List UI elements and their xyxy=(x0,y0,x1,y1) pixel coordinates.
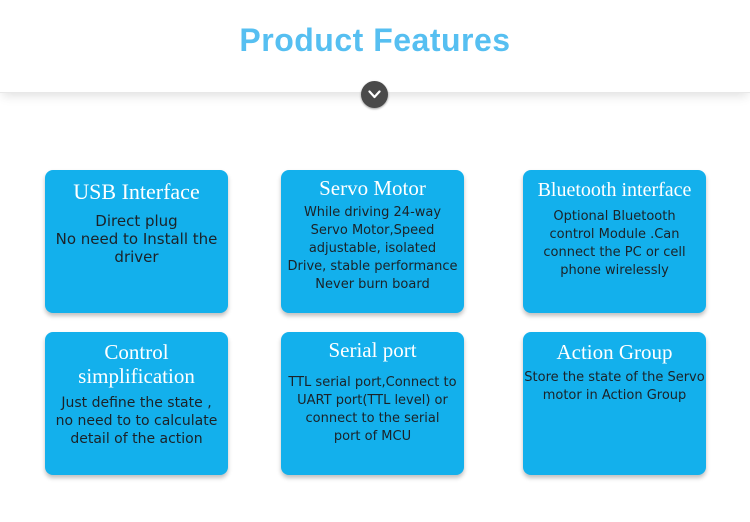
feature-title: Bluetooth interface xyxy=(537,179,692,201)
feature-card-servo-motor: Servo Motor While driving 24-way Servo M… xyxy=(281,170,464,313)
feature-title: Control simplification xyxy=(78,340,195,388)
feature-title: Serial port xyxy=(328,338,417,362)
feature-title: USB Interface xyxy=(73,179,200,204)
feature-description: While driving 24-way Servo Motor,Speed a… xyxy=(287,205,458,292)
feature-description: Just define the state , no need to to ca… xyxy=(55,395,218,447)
header-banner xyxy=(0,0,750,92)
page-title: Product Features xyxy=(239,22,511,58)
chevron-down-icon[interactable] xyxy=(361,81,388,108)
feature-description: Store the state of the Servo motor in Ac… xyxy=(524,370,705,403)
feature-description: Direct plug No need to Install the drive… xyxy=(55,212,218,266)
feature-card-bluetooth-interface: Bluetooth interface Optional Bluetooth c… xyxy=(523,170,706,313)
feature-card-serial-port: Serial port TTL serial port,Connect to U… xyxy=(281,332,464,475)
feature-title: Action Group xyxy=(556,340,673,364)
feature-card-action-group: Action Group Store the state of the Serv… xyxy=(523,332,706,475)
feature-title: Servo Motor xyxy=(319,176,426,200)
feature-card-control-simplification: Control simplification Just define the s… xyxy=(45,332,228,475)
feature-description: Optional Bluetooth control Module .Can c… xyxy=(543,209,686,278)
feature-card-usb-interface: USB Interface Direct plug No need to Ins… xyxy=(45,170,228,313)
feature-description: TTL serial port,Connect to UART port(TTL… xyxy=(288,375,457,444)
